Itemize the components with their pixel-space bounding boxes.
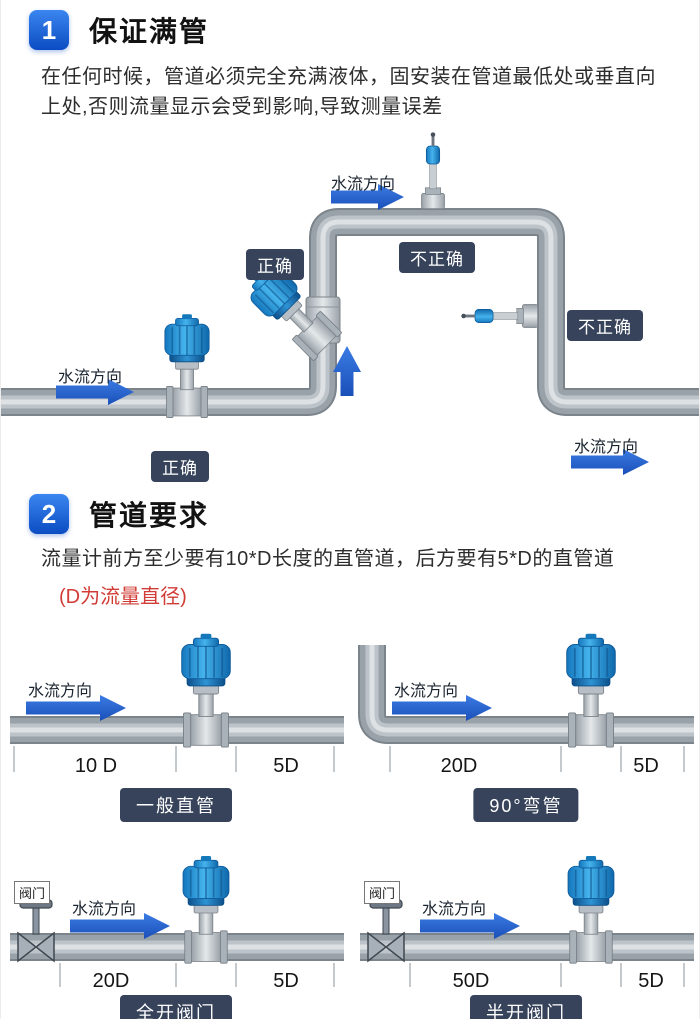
upstream-length-label: 50D xyxy=(452,970,490,992)
section1-title: 保证满管 xyxy=(89,16,210,47)
upstream-length-label: 20D xyxy=(440,755,478,777)
sensor-incorrect-top xyxy=(421,131,445,210)
downstream-length-label: 5D xyxy=(633,755,659,777)
downstream-length-label: 5D xyxy=(638,970,664,992)
flow-direction-label: 水流方向 xyxy=(28,683,93,700)
section2-title: 管道要求 xyxy=(89,500,210,531)
panel-caption: 90°弯管 xyxy=(473,788,579,822)
flowmeter xyxy=(565,632,617,748)
dimension-ticks xyxy=(409,963,685,987)
flow-arrow-left xyxy=(56,379,134,405)
downstream-length-label: 5D xyxy=(273,970,299,992)
upstream-length-label: 20D xyxy=(92,970,130,992)
flow-direction-label-left: 水流方向 xyxy=(58,369,123,386)
flow-arrow xyxy=(392,695,492,721)
incorrect-badge-right: 不正确 xyxy=(567,310,643,341)
valve-label: 阀门 xyxy=(364,881,401,904)
flow-arrow xyxy=(420,913,520,939)
incorrect-badge-top: 不正确 xyxy=(399,242,475,273)
panel-caption: 一般直管 xyxy=(120,788,232,822)
flow-arrow-top xyxy=(331,184,404,210)
pipes-graphic xyxy=(1,131,699,475)
section1-description: 在任何时候，管道必须完全充满液体，固安装在管道最低处或垂直向上处,否则流量显示会… xyxy=(41,66,656,118)
panel-straight-pipe: 水流方向 10 D 5D 一般直管 xyxy=(6,625,346,825)
valve-label: 阀门 xyxy=(14,881,51,904)
section2-number-badge: 2 xyxy=(29,494,69,534)
flow-direction-label: 水流方向 xyxy=(72,901,137,918)
downstream-length-label: 5D xyxy=(273,755,299,777)
panel-open-valve: 阀门 水流方向 20D 5D 全开阀门 xyxy=(6,855,346,1019)
flow-direction-label-top: 水流方向 xyxy=(331,176,396,193)
flowmeter xyxy=(567,855,615,965)
flow-direction-label: 水流方向 xyxy=(422,901,487,918)
pipe-run xyxy=(358,645,694,744)
dimension-ticks xyxy=(13,746,335,772)
flow-direction-label-bottom-right: 水流方向 xyxy=(574,439,639,456)
flow-direction-label: 水流方向 xyxy=(394,683,459,700)
dimension-ticks xyxy=(59,963,335,987)
flowmeter xyxy=(182,855,230,965)
sensor-incorrect-right xyxy=(460,304,539,328)
full-pipe-installation-diagram: 水流方向 不正确 正确 不正确 水流方向 正确 水流方向 xyxy=(1,130,699,482)
section1-number-badge: 1 xyxy=(29,10,69,50)
correct-badge-middle: 正确 xyxy=(246,249,304,280)
panel-caption: 全开阀门 xyxy=(120,995,232,1019)
flowmeter xyxy=(180,632,232,748)
straight-pipe-graphic xyxy=(10,632,344,772)
section1-header: 1 保证满管 xyxy=(29,10,699,50)
pipe-run xyxy=(1,208,699,416)
correct-badge-bottom: 正确 xyxy=(151,451,209,482)
dimension-ticks xyxy=(389,746,685,772)
section2-header: 2 管道要求 xyxy=(29,494,699,534)
section2-note: (D为流量直径) xyxy=(59,586,187,608)
flow-arrow xyxy=(26,695,126,721)
panel-half-open-valve: 阀门 水流方向 50D 5D 半开阀门 xyxy=(356,855,696,1019)
flow-arrow xyxy=(70,913,170,939)
section2-description: 流量计前方至少要有10*D长度的直管道，后方要有5*D的直管道 xyxy=(41,548,615,570)
upstream-length-label: 10 D xyxy=(74,755,118,777)
flowmeter-correct-bottom xyxy=(164,313,210,419)
flow-arrow-bottom-right xyxy=(571,449,649,475)
elbow-pipe-graphic xyxy=(358,632,694,772)
valve-pipe-graphic xyxy=(10,855,344,987)
panel-caption: 半开阀门 xyxy=(470,995,582,1019)
panel-90-elbow: 水流方向 20D 5D 90°弯管 xyxy=(356,625,696,825)
straight-run-requirement-panels: 水流方向 10 D 5D 一般直管 水流方向 20D 5D 90°弯管 xyxy=(1,625,699,1019)
flow-arrow-up xyxy=(333,346,361,396)
valve-pipe-graphic xyxy=(360,855,694,987)
